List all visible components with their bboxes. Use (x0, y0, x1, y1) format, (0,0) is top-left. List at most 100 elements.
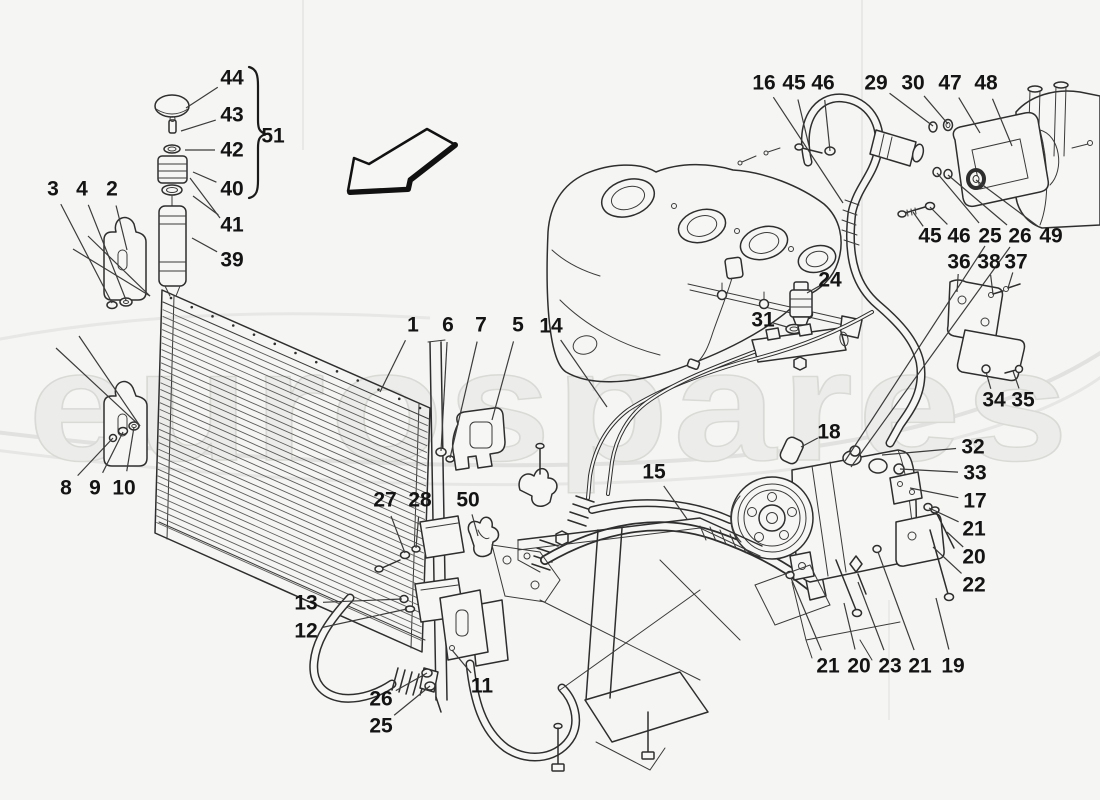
leader-line-18 (800, 437, 819, 448)
part-label-37[interactable]: 37 (1004, 251, 1027, 274)
part-label-34[interactable]: 34 (982, 389, 1006, 412)
part-label-50[interactable]: 50 (456, 489, 479, 512)
rail-block-upper (419, 515, 465, 559)
part-label-31[interactable]: 31 (751, 309, 775, 332)
part-label-8[interactable]: 8 (60, 477, 72, 500)
part-label-20[interactable]: 20 (962, 546, 985, 569)
leader-line-50 (471, 514, 479, 537)
part-label-21[interactable]: 21 (816, 655, 840, 678)
part-label-21[interactable]: 21 (908, 655, 932, 678)
pointer-line (850, 246, 1011, 468)
part-label-23[interactable]: 23 (878, 655, 901, 678)
part-label-36[interactable]: 36 (947, 251, 970, 274)
part-42-washer (163, 144, 181, 154)
leader-line-27 (390, 515, 406, 554)
part-label-40[interactable]: 40 (220, 178, 243, 201)
part-label-24[interactable]: 24 (818, 269, 842, 292)
leader-line-24 (806, 284, 822, 294)
part-label-25[interactable]: 25 (978, 225, 1002, 248)
part-label-11[interactable]: 11 (471, 675, 494, 698)
part-label-41[interactable]: 41 (220, 214, 244, 237)
part-label-12[interactable]: 12 (294, 620, 317, 643)
part-label-26[interactable]: 26 (369, 688, 392, 711)
leader-line-15 (663, 485, 688, 520)
firewall-grommet-assembly (897, 81, 1100, 229)
part-label-17[interactable]: 17 (963, 490, 986, 513)
part-label-18[interactable]: 18 (817, 421, 841, 444)
leader-line-25 (936, 172, 980, 224)
condenser-lower-hose (309, 593, 442, 713)
part-label-44[interactable]: 44 (220, 67, 244, 90)
part-label-48[interactable]: 48 (974, 72, 998, 95)
part-3-washer (106, 300, 118, 310)
part-label-6[interactable]: 6 (442, 314, 454, 337)
engine-block (546, 147, 863, 383)
leader-line-32 (881, 447, 957, 456)
leader-line-44 (185, 86, 219, 109)
part-label-35[interactable]: 35 (1011, 389, 1035, 412)
part-label-13[interactable]: 13 (294, 592, 317, 615)
part-35-bolt (1004, 364, 1024, 374)
part-11-bracket (439, 589, 509, 667)
part-label-46[interactable]: 46 (947, 225, 970, 248)
part-label-15[interactable]: 15 (642, 461, 666, 484)
part-label-16[interactable]: 16 (752, 72, 775, 95)
part-label-29[interactable]: 29 (864, 72, 887, 95)
part-23-stud (849, 555, 867, 595)
part-label-30[interactable]: 30 (901, 72, 924, 95)
part-label-28[interactable]: 28 (408, 489, 432, 512)
part-label-39[interactable]: 39 (220, 249, 243, 272)
diagram-line-art (103, 65, 1100, 772)
part-label-45[interactable]: 45 (782, 72, 806, 95)
leader-line-35 (1012, 370, 1020, 389)
part-label-49[interactable]: 49 (1039, 225, 1062, 248)
part-label-27[interactable]: 27 (373, 489, 396, 512)
clamp-bolt (535, 442, 545, 475)
part-47-flange (952, 111, 1050, 208)
part-label-4[interactable]: 4 (76, 178, 88, 201)
part-label-9[interactable]: 9 (89, 477, 101, 500)
part-label-5[interactable]: 5 (512, 314, 524, 337)
part-label-14[interactable]: 14 (539, 315, 563, 338)
leader-line-21 (877, 551, 915, 651)
leader-line-2 (115, 205, 128, 251)
cam-port-2 (739, 225, 789, 261)
part-label-25[interactable]: 25 (369, 715, 393, 738)
leader-line-20 (843, 602, 856, 650)
part-label-43[interactable]: 43 (220, 104, 243, 127)
part-label-42[interactable]: 42 (220, 139, 243, 162)
part-label-20[interactable]: 20 (847, 655, 870, 678)
leader-line-47 (958, 97, 981, 134)
pointer-line (55, 347, 141, 427)
pipe-spring-clamp (518, 442, 558, 507)
leader-line-45 (797, 99, 810, 147)
part-label-2[interactable]: 2 (106, 178, 118, 201)
part-label-47[interactable]: 47 (938, 72, 961, 95)
part-label-26[interactable]: 26 (1008, 225, 1031, 248)
part-34-nut (981, 364, 991, 374)
leader-lines (55, 86, 1038, 716)
part-20-bolt-lower (835, 559, 863, 618)
part-label-22[interactable]: 22 (962, 574, 985, 597)
part-label-51[interactable]: 51 (261, 125, 285, 148)
leader-line-12 (322, 608, 408, 628)
part-5-bracket (451, 407, 506, 471)
part-label-19[interactable]: 19 (941, 655, 964, 678)
part-label-21[interactable]: 21 (962, 518, 986, 541)
hose-end-fitting (869, 129, 925, 167)
lower-bracket (956, 329, 1026, 382)
part-label-3[interactable]: 3 (47, 178, 59, 201)
part-label-45[interactable]: 45 (918, 225, 942, 248)
part-label-10[interactable]: 10 (112, 477, 135, 500)
part-label-33[interactable]: 33 (963, 462, 986, 485)
part-label-1[interactable]: 1 (407, 314, 419, 337)
part-label-32[interactable]: 32 (961, 436, 984, 459)
compressor-pulley (730, 476, 814, 560)
leader-line-14 (560, 339, 608, 408)
part-label-46[interactable]: 46 (811, 72, 834, 95)
part-label-38[interactable]: 38 (977, 251, 1001, 274)
part-45b-bolt (897, 206, 926, 218)
part-label-7[interactable]: 7 (475, 314, 487, 337)
sensor-connector (724, 256, 744, 280)
